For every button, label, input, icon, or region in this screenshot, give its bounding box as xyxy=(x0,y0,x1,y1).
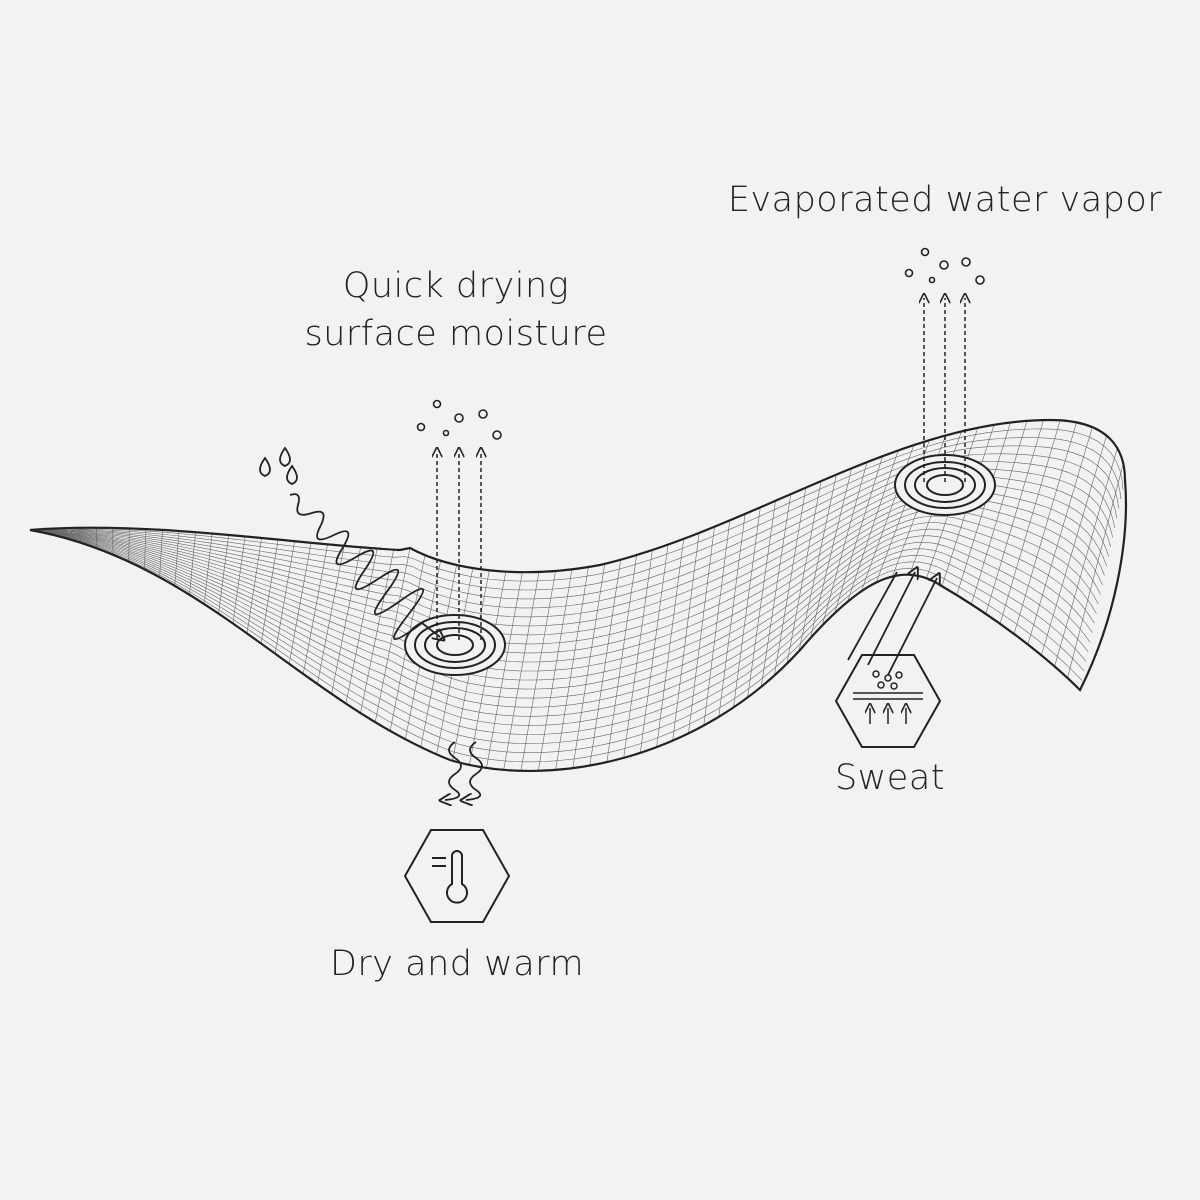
mesh-line xyxy=(29,528,1095,708)
vapor-bubbles-icon xyxy=(904,247,985,285)
rain-drops-icon xyxy=(259,446,298,485)
fabric-outline xyxy=(29,418,1128,773)
sweat-hex xyxy=(834,654,942,748)
label-sweat: Sweat xyxy=(834,758,946,798)
mesh-line xyxy=(29,529,1089,735)
mesh-line xyxy=(374,547,411,723)
mesh-line xyxy=(29,515,1099,690)
mesh-line xyxy=(29,529,1085,753)
moisture-rings-right xyxy=(894,454,996,516)
mesh-line xyxy=(29,437,1122,591)
mesh-line xyxy=(29,445,1120,600)
vapor-arrows-right xyxy=(924,298,965,482)
sweat-arrows xyxy=(867,572,937,676)
vapor-arrows-left xyxy=(437,452,481,640)
label-dry-warm: Dry and warm xyxy=(329,944,585,984)
label-evaporated-vapor: Evaporated water vapor xyxy=(727,180,1163,220)
sweat-pores-icon xyxy=(853,670,923,724)
mesh-line xyxy=(29,529,1093,717)
label-quick-drying-2: surface moisture xyxy=(304,314,608,354)
mesh-line xyxy=(29,522,1097,699)
mesh-line xyxy=(29,529,1087,744)
mesh-line xyxy=(29,529,1091,726)
wavy-rain-arrow xyxy=(289,493,440,639)
vapor-bubbles-left xyxy=(416,399,502,440)
heat-waves xyxy=(445,741,483,800)
thermometer-hex xyxy=(403,829,511,923)
thermometer-icon xyxy=(432,850,468,904)
label-quick-drying-1: Quick drying xyxy=(342,266,570,306)
